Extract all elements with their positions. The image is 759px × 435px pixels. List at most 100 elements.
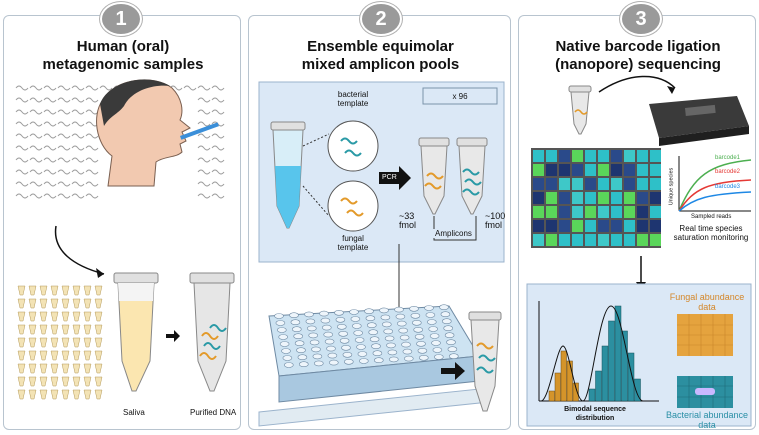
well: [329, 359, 339, 366]
well: [369, 336, 380, 343]
template-tube-icon: [270, 121, 306, 229]
well: [353, 330, 363, 336]
barcode-cell: [533, 192, 544, 204]
barcode-cell: [650, 150, 661, 162]
mini-tube-icon: [28, 337, 37, 348]
mini-tube-icon: [72, 350, 81, 361]
microbe-icon: [57, 193, 71, 199]
microbe-icon: [71, 157, 85, 163]
microbe-icon: [197, 121, 211, 127]
well: [319, 310, 329, 317]
barcode-cell: [572, 192, 583, 204]
panel-3-title-line1: Native barcode ligation: [555, 38, 721, 55]
fungal-abundance-grid: [677, 314, 733, 356]
microbe-icon: [85, 145, 99, 151]
microbe-icon: [29, 181, 43, 187]
mini-tube-icon: [28, 350, 37, 361]
barcode-cell: [598, 234, 609, 246]
mini-tube-icon: [39, 389, 48, 400]
fungal-caption: Fungal abundance data: [669, 292, 745, 312]
mini-tube-icon: [61, 376, 70, 387]
mini-tube-icon: [61, 298, 70, 309]
saliva-label: Saliva: [123, 408, 145, 417]
microbe-icon: [29, 133, 43, 139]
well: [293, 333, 304, 340]
mini-tube-icon: [28, 363, 37, 374]
well: [444, 332, 455, 339]
microbe-icon: [43, 109, 57, 115]
mini-tube-icon: [83, 376, 92, 387]
well: [394, 306, 404, 313]
mini-tube-icon: [72, 389, 81, 400]
bacterial-bar: [601, 345, 609, 402]
mini-tube-icon: [39, 324, 48, 335]
well: [290, 319, 301, 326]
well: [344, 358, 354, 365]
mini-tube-icon: [72, 337, 81, 348]
barcode-cell: [533, 234, 544, 246]
arrow-icon: [54, 225, 105, 275]
panel-3-illustration: [526, 75, 752, 427]
step-badge-1: 1: [100, 2, 142, 36]
microbe-icon: [211, 181, 225, 187]
microbe-icon: [85, 193, 99, 199]
microbe-icon: [57, 121, 71, 127]
saliva-tube-icon: [113, 272, 159, 392]
well: [283, 362, 294, 368]
mini-tube-icon: [50, 311, 59, 322]
human-head-icon: [96, 79, 219, 187]
microbe-icon: [15, 85, 29, 91]
microbe-icon: [43, 121, 57, 127]
barcode-cell: [637, 220, 648, 232]
barcode-cell: [611, 164, 622, 176]
microbe-icon: [15, 121, 29, 127]
barcode-cell: [559, 164, 570, 176]
well: [281, 348, 291, 354]
barcode-cell: [598, 206, 609, 218]
well: [341, 344, 351, 351]
well: [323, 331, 333, 338]
mini-tube-icon: [28, 311, 37, 322]
mini-tube-icon: [83, 350, 92, 361]
mini-tube-icon: [61, 350, 70, 361]
barcode-cell: [585, 206, 596, 218]
fmol-left-label: ~33 fmol: [399, 211, 417, 230]
well: [326, 345, 336, 352]
microbe-icon: [197, 109, 211, 115]
well: [308, 332, 318, 339]
microbe-icon: [85, 133, 99, 139]
well: [367, 322, 377, 329]
bacterial-bar: [595, 370, 602, 402]
mini-tube-icon: [28, 285, 37, 296]
well: [387, 349, 398, 356]
bacterial-bar: [634, 378, 641, 402]
bacterial-bar: [627, 352, 635, 402]
microbe-icon: [29, 121, 43, 127]
96-well-plate-icon: [258, 304, 490, 427]
well: [428, 326, 438, 332]
barcode-cell: [598, 192, 609, 204]
barcode-cell: [637, 206, 648, 218]
well: [395, 313, 406, 320]
legend-barcode2: barcode2: [715, 169, 741, 175]
barcode-cell: [624, 164, 635, 176]
microbe-icon: [57, 85, 71, 91]
well: [439, 304, 449, 311]
well: [374, 357, 384, 364]
well: [342, 351, 353, 358]
barcode-cell: [533, 150, 544, 162]
barcode-cell: [546, 178, 557, 190]
mini-tube-icon: [39, 350, 48, 361]
barcode-cell: [650, 178, 661, 190]
barcode-cell: [598, 178, 609, 190]
panel-3: Native barcode ligation (nanopore) seque…: [518, 15, 756, 430]
x-axis-label: Sampled reads: [691, 214, 732, 220]
mini-tube-icon: [17, 337, 26, 348]
well: [402, 348, 413, 355]
mini-tube-icon: [72, 311, 81, 322]
microbe-icon: [57, 181, 71, 187]
well: [334, 309, 344, 316]
well: [327, 352, 338, 359]
well: [427, 319, 437, 325]
well: [431, 340, 441, 346]
